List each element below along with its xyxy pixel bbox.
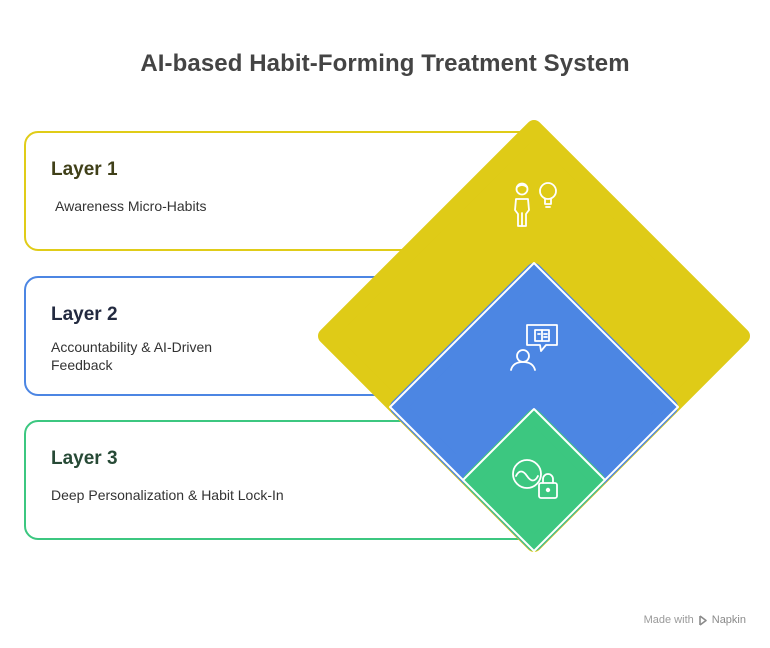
layer-3-description: Deep Personalization & Habit Lock-In [51,487,284,503]
watermark-brand: Napkin [711,614,746,626]
page-title: AI-based Habit-Forming Treatment System [140,50,630,77]
layer-3-card: Layer 3 Deep Personalization & Habit Loc… [24,420,544,540]
watermark-prefix: Made with [643,614,694,626]
layer-2-heading: Layer 2 [51,304,118,325]
made-with-napkin-watermark: Made with Napkin [644,614,746,626]
layer-2-description: Accountability & AI-Driven Feedback [51,339,213,373]
layer-1-card: Layer 1 Awareness Micro-Habits [24,131,544,251]
layer-1-description: Awareness Micro-Habits [55,198,207,214]
layer-2-card: Layer 2 Accountability & AI-Driven Feedb… [24,276,544,396]
napkin-logo-icon [698,614,707,626]
layer-1-heading: Layer 1 [51,159,118,180]
layer-3-heading: Layer 3 [51,448,118,469]
